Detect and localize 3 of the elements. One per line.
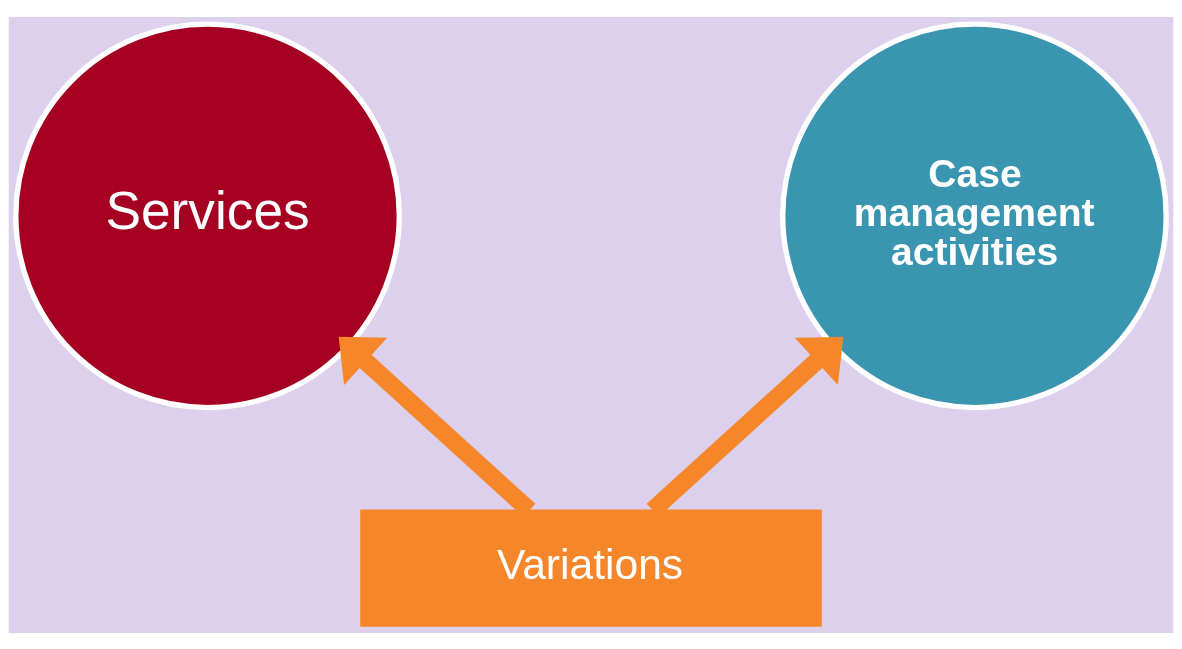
node-circle: Case management activities	[780, 20, 1169, 410]
node-circle: Services	[13, 20, 402, 410]
node-box: Variations	[360, 509, 822, 627]
